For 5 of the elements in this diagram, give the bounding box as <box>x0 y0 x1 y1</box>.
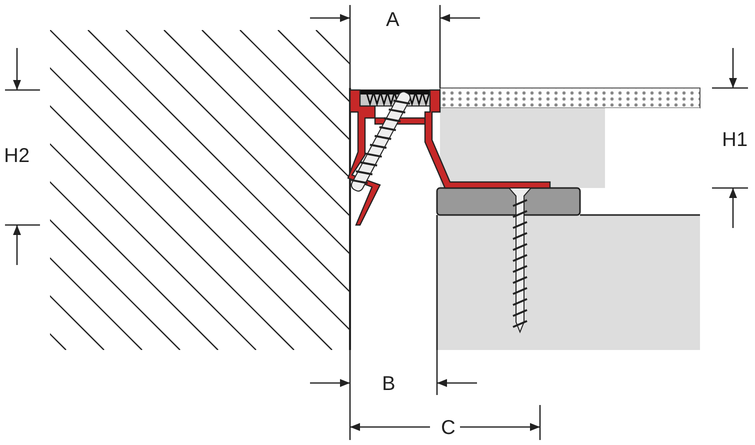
dimension-label: H2 <box>4 146 30 166</box>
dimension-label: C <box>441 418 456 438</box>
dimension-label: A <box>386 10 400 30</box>
dimension-label: B <box>382 374 396 394</box>
dimension-label: H1 <box>722 130 748 150</box>
